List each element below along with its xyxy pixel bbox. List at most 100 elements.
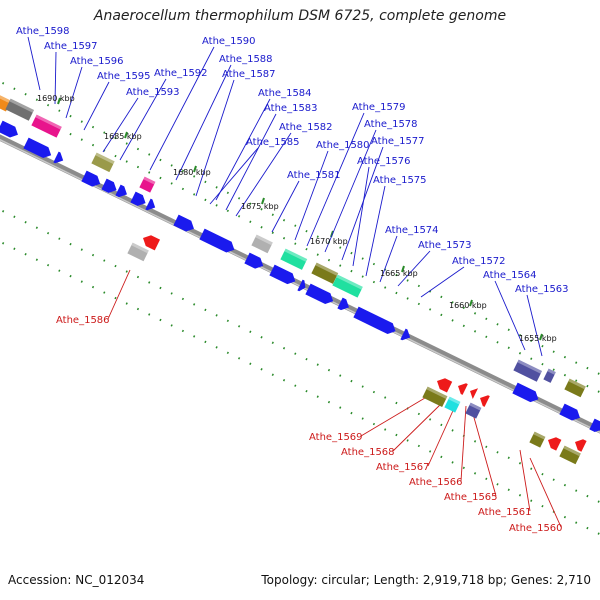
cog-block: [311, 262, 339, 284]
cog-block-highlight: [315, 262, 339, 276]
gene-label-reverse: Athe_1561: [478, 507, 532, 518]
cog-block-face: [91, 152, 115, 173]
cog-block-highlight: [95, 152, 115, 165]
cog-block-face: [280, 248, 308, 270]
cog-block-face: [543, 368, 556, 383]
cog-block-face: [127, 242, 149, 262]
gene-label-leader-lines: [27, 36, 562, 528]
gene-arrow-forward: [0, 120, 18, 138]
gene-arrow-forward-shape: [512, 382, 539, 403]
gene-arrow-forward: [353, 306, 396, 335]
leader-line-forward: [175, 64, 232, 181]
gene-arrow-forward: [297, 279, 306, 292]
cog-block-face: [444, 396, 461, 413]
gene-arrow-forward-shape: [101, 178, 117, 193]
leader-line-forward: [397, 250, 431, 287]
gene-arrows: [0, 120, 600, 452]
dotted-track-lines: [0, 80, 600, 536]
cog-block-highlight: [568, 378, 586, 390]
cog-block: [139, 176, 156, 193]
cog-block-highlight: [284, 248, 308, 262]
cog-block-highlight: [131, 242, 149, 254]
gene-arrow-forward-shape: [145, 198, 156, 211]
map-title: Anaerocellum thermophilum DSM 6725, comp…: [93, 8, 507, 24]
scale-label: 1660 kbp: [449, 301, 487, 310]
leader-line-forward: [365, 185, 386, 277]
cog-block: [31, 114, 62, 138]
gene-label-reverse: Athe_1567: [376, 462, 430, 473]
cog-block-face: [311, 262, 339, 284]
gene-label-forward: Athe_1577: [371, 136, 425, 147]
cog-block: [444, 396, 461, 413]
gene-label-forward: Athe_1597: [44, 41, 98, 52]
gene-arrow-forward-shape: [353, 306, 396, 335]
cog-block: [559, 445, 581, 465]
leader-line-reverse: [472, 413, 497, 497]
gene-arrow-forward-shape: [400, 328, 411, 341]
cog-block-highlight: [143, 176, 156, 185]
gene-arrow-reverse-shape: [575, 439, 587, 452]
scale-tick: [539, 333, 543, 341]
gene-label-reverse: Athe_1569: [309, 432, 363, 443]
gene-label-reverse: Athe_1586: [56, 315, 110, 326]
gene-arrow-forward-shape: [199, 228, 235, 253]
gene-arrow-reverse: [480, 395, 490, 407]
gene-label-forward: Athe_1592: [154, 68, 208, 79]
leader-line-forward: [526, 294, 543, 357]
scale-label: 1655 kbp: [519, 334, 557, 343]
cog-block-face: [422, 386, 448, 408]
cog-block-face: [559, 445, 581, 465]
cog-block-face: [529, 431, 546, 448]
gene-arrow-forward-shape: [23, 137, 52, 159]
gene-label-forward: Athe_1582: [279, 122, 333, 133]
gene-label-reverse: Athe_1566: [409, 477, 463, 488]
scale-label: 1670 kbp: [310, 237, 348, 246]
gene-arrow-forward: [269, 264, 296, 285]
gene-label-reverse: Athe_1565: [444, 492, 498, 503]
gene-label-forward: Athe_1595: [97, 71, 151, 82]
gene-label-forward: Athe_1596: [70, 56, 124, 67]
cog-block-face: [332, 274, 363, 298]
gene-arrow-forward: [101, 178, 117, 193]
gene-arrow-forward: [173, 214, 194, 232]
scale-tick: [57, 97, 61, 105]
leader-line-forward: [494, 280, 526, 351]
leader-line-forward: [215, 98, 271, 201]
gene-arrow-forward-shape: [0, 120, 18, 138]
gene-arrow-forward-shape: [173, 214, 194, 232]
leader-line-forward: [324, 129, 377, 253]
gene-arrow-forward-shape: [559, 403, 580, 421]
gene-arrow-forward: [53, 151, 64, 164]
gene-label-reverse: Athe_1568: [341, 447, 395, 458]
gene-arrow-reverse: [437, 378, 453, 393]
leader-line-forward: [195, 79, 235, 197]
leader-line-reverse: [519, 449, 531, 512]
gene-label-forward: Athe_1587: [222, 69, 276, 80]
gene-arrow-forward: [81, 170, 101, 187]
cog-block: [332, 274, 363, 298]
leader-line-forward: [83, 81, 110, 131]
leader-line-forward: [306, 112, 365, 247]
gene-arrow-forward-shape: [337, 297, 349, 311]
cog-block-highlight: [0, 94, 12, 104]
cog-block-highlight: [255, 234, 273, 246]
gene-arrow-forward: [23, 137, 52, 159]
cog-block: [529, 431, 546, 448]
scale-tick: [469, 299, 473, 307]
gene-arrow-forward: [115, 184, 127, 198]
cog-block-face: [513, 359, 543, 382]
cog-block-highlight: [469, 402, 482, 411]
gene-label-reverse: Athe_1560: [509, 523, 563, 534]
leader-line-reverse: [392, 399, 446, 452]
leader-line-reverse: [360, 391, 436, 437]
cog-block: [564, 378, 586, 398]
gene-label-forward: Athe_1590: [202, 36, 256, 47]
gene-arrow-forward: [305, 283, 334, 305]
leader-line-forward: [294, 150, 329, 241]
cog-block-highlight: [533, 431, 546, 440]
gene-arrow-reverse-shape: [143, 235, 161, 251]
leader-line-forward: [149, 46, 215, 171]
